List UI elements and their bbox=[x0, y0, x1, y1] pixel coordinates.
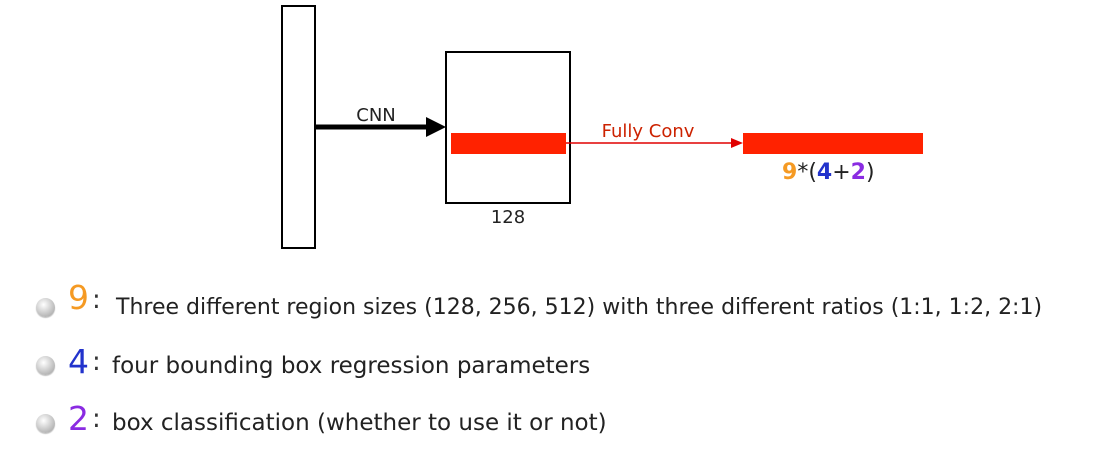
fully-conv-arrow-head bbox=[731, 138, 743, 148]
bullet-dot-icon bbox=[36, 298, 55, 317]
feature-red-bar bbox=[451, 133, 566, 154]
fully-conv-label: Fully Conv bbox=[602, 121, 695, 142]
bullet-number: 9 bbox=[68, 278, 89, 317]
formula-plus: + bbox=[832, 160, 851, 185]
cnn-arrow-head bbox=[426, 117, 446, 137]
formula-close: ) bbox=[865, 160, 875, 185]
formula-star-open: *( bbox=[797, 160, 817, 185]
bullet-dot-icon bbox=[36, 356, 55, 375]
bullet-colon: : bbox=[92, 404, 101, 434]
formula-two: 2 bbox=[850, 160, 866, 185]
output-red-bar bbox=[743, 133, 923, 154]
feature-size-label: 128 bbox=[491, 207, 525, 228]
rpn-diagram: CNN 128 Fully Conv bbox=[281, 5, 923, 249]
formula-nine: 9 bbox=[782, 160, 798, 185]
bullet-colon: : bbox=[92, 285, 101, 315]
feature-map-box bbox=[445, 51, 571, 204]
bullet-text: Three different region sizes (128, 256, … bbox=[116, 295, 1043, 320]
bullet-text: box classification (whether to use it or… bbox=[112, 410, 607, 436]
output-formula: 9*(4+2) bbox=[782, 158, 875, 188]
bullet-number: 2 bbox=[68, 399, 89, 438]
bullet-dot-icon bbox=[36, 414, 55, 433]
cnn-label: CNN bbox=[356, 105, 396, 126]
bullet-colon: : bbox=[92, 347, 101, 377]
input-image-box bbox=[281, 5, 316, 249]
bullet-text: four bounding box regression parameters bbox=[112, 353, 591, 379]
bullet-number: 4 bbox=[68, 342, 89, 381]
formula-four: 4 bbox=[816, 160, 833, 185]
